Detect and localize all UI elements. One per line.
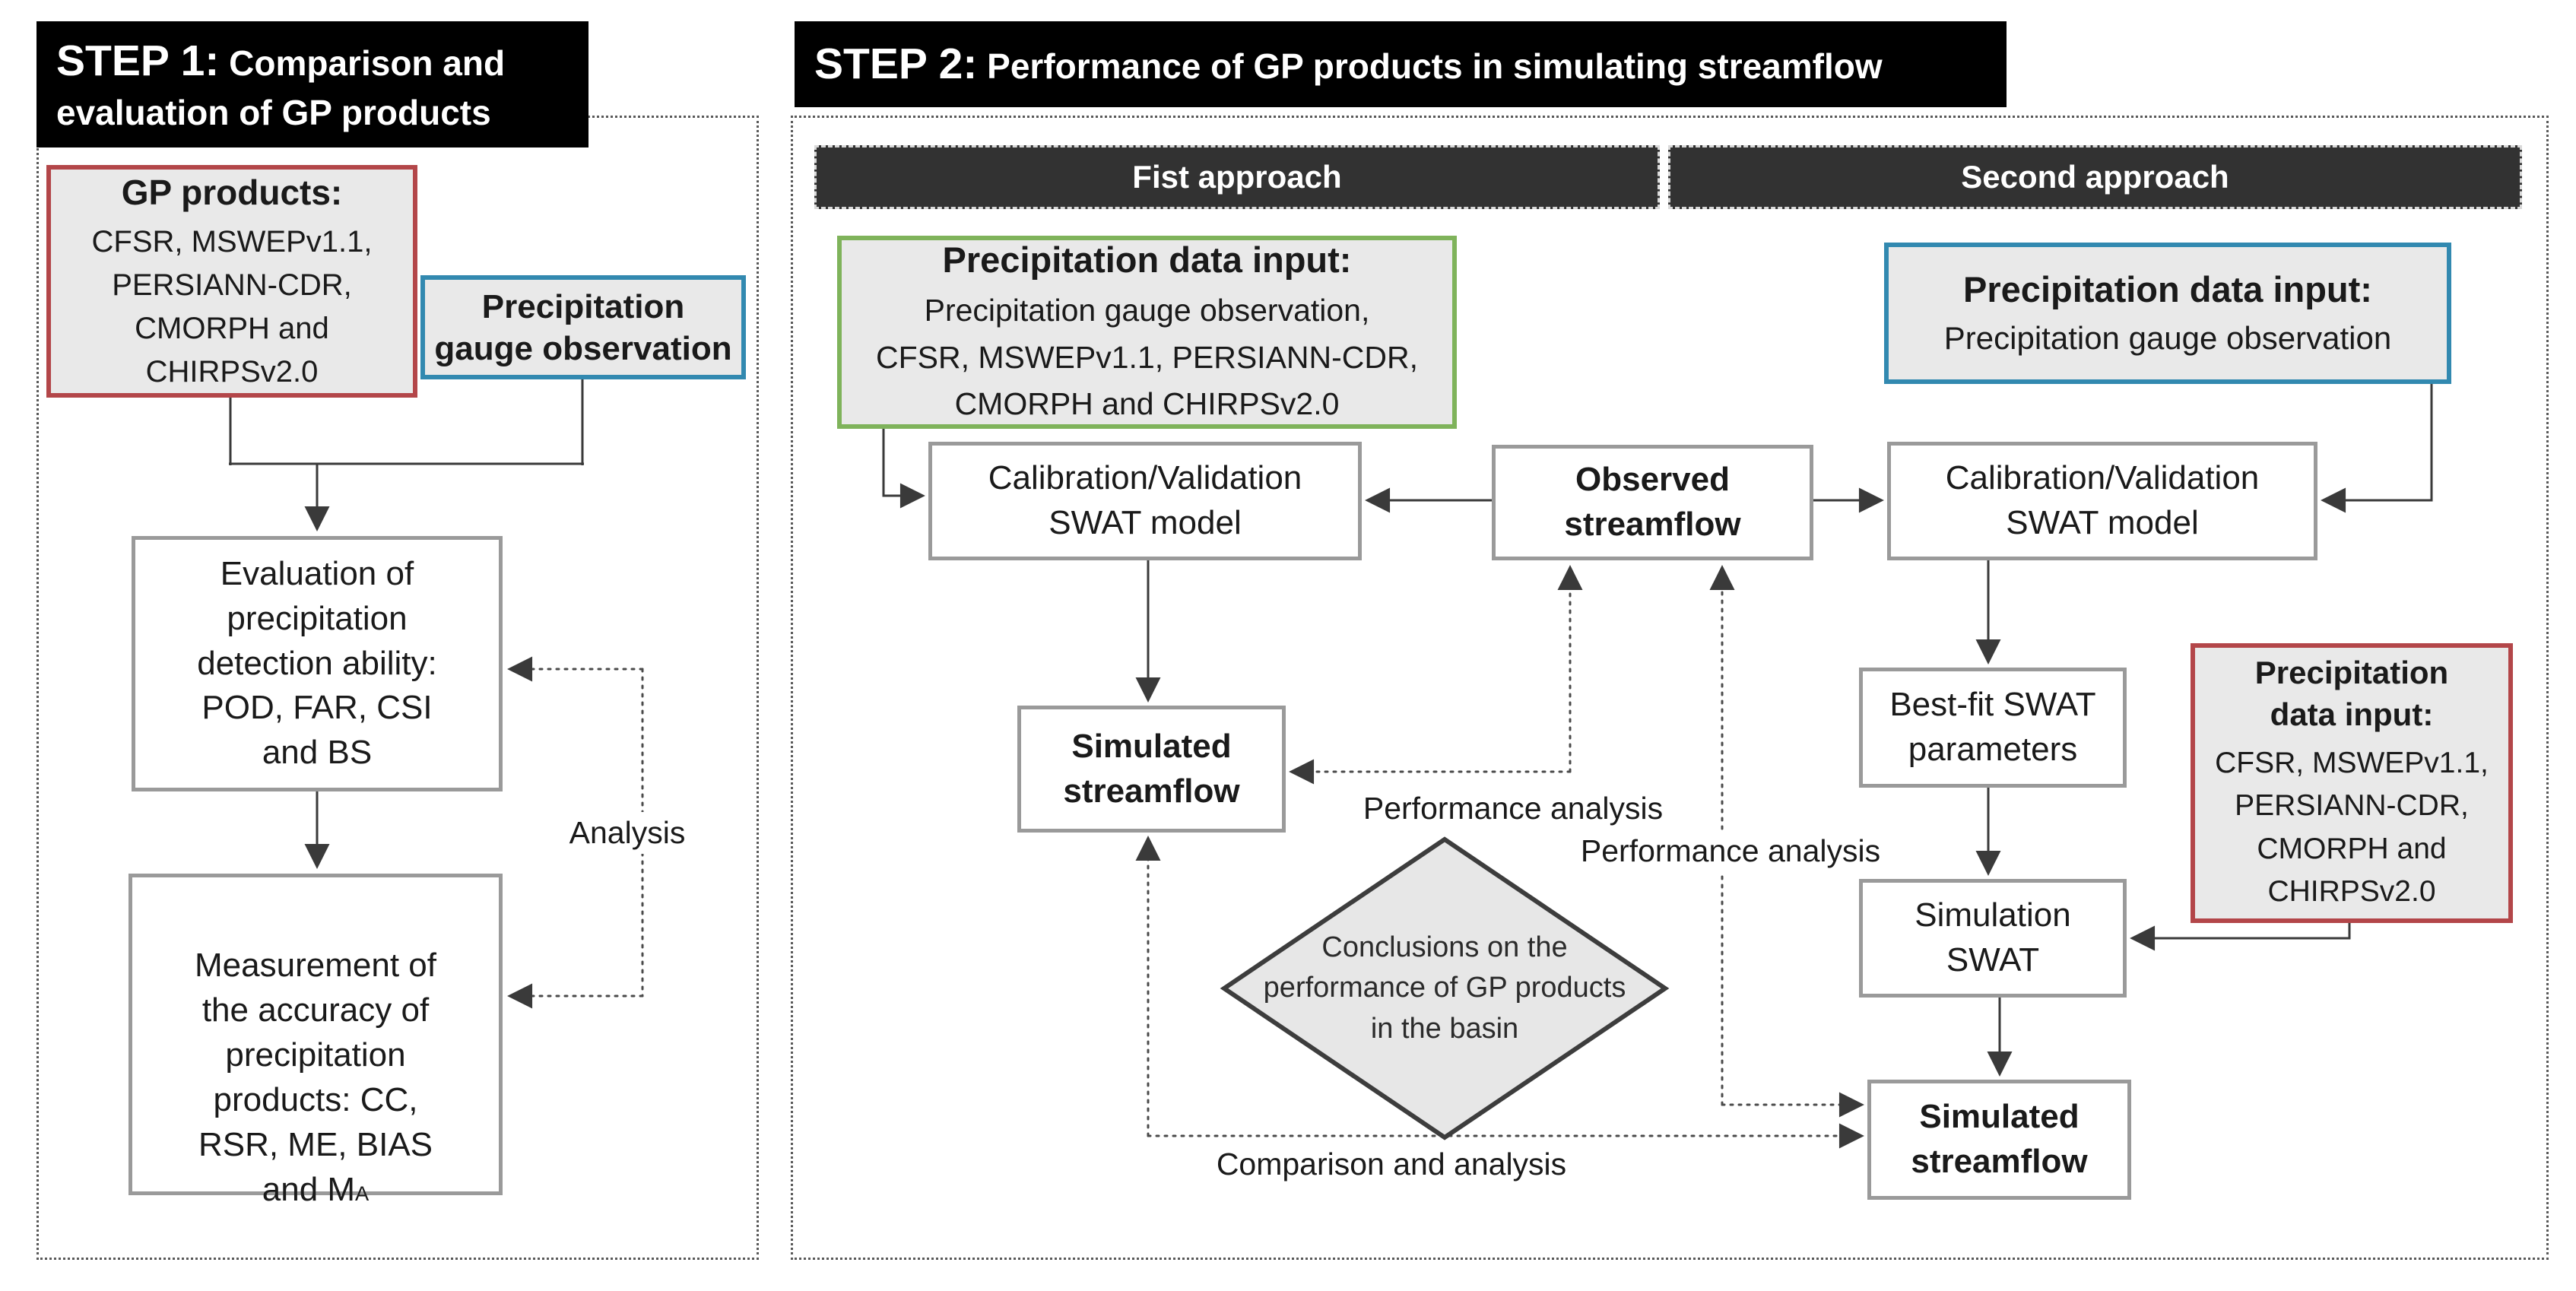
performance-analysis-label-2: Performance analysis: [1547, 830, 1915, 872]
measurement-text: Measurement of the accuracy of precipita…: [195, 946, 436, 1208]
first-approach-bar: Fist approach: [814, 145, 1660, 209]
precip-input-second-box: Precipitation data input: Precipitation …: [1884, 243, 2451, 384]
analysis-label: Analysis: [532, 812, 722, 854]
second-approach-bar: Second approach: [1668, 145, 2522, 209]
simulated-streamflow-left-text: Simulated streamflow: [1063, 727, 1240, 810]
conclusion-diamond: [1220, 836, 1670, 1140]
precip-input-first-box: Precipitation data input: Precipitation …: [837, 236, 1457, 429]
bestfit-parameters-box: Best-fit SWAT parameters: [1859, 668, 2127, 788]
step2-title-rest: Performance of GP products in simulating…: [977, 46, 1883, 86]
gp-products-box: GP products: CFSR, MSWEPv1.1, PERSIANN-C…: [46, 165, 417, 398]
calibration-left-box: Calibration/Validation SWAT model: [928, 442, 1362, 560]
measurement-subscript: A: [355, 1181, 370, 1205]
calibration-right-text: Calibration/Validation SWAT model: [1945, 459, 2260, 541]
step2-title-strong: STEP 2:: [814, 39, 978, 88]
first-approach-label: Fist approach: [1132, 159, 1342, 195]
arrow-inputsecond-to-calibright: [2321, 384, 2433, 513]
evaluation-text: Evaluation of precipitation detection ab…: [197, 554, 437, 772]
conclusion-text: Conclusions on the performance of GP pro…: [1263, 931, 1626, 1045]
arrow-inputfirst-to-calibleft: [882, 429, 925, 509]
comparison-analysis-label: Comparison and analysis: [1216, 1147, 1567, 1182]
simulated-streamflow-right-text: Simulated streamflow: [1911, 1098, 2088, 1180]
calibration-left-text: Calibration/Validation SWAT model: [988, 459, 1302, 541]
observed-streamflow-box: Observed streamflow: [1492, 445, 1813, 560]
gp-products-list: CFSR, MSWEPv1.1, PERSIANN-CDR, CMORPH an…: [91, 225, 373, 389]
calibration-right-box: Calibration/Validation SWAT model: [1887, 442, 2317, 560]
step2-region-outline: [791, 116, 2549, 1260]
simulated-streamflow-left-box: Simulated streamflow: [1017, 706, 1286, 833]
precip-input-second-title: Precipitation data input:: [1963, 269, 2372, 310]
measurement-box: Measurement of the accuracy of precipita…: [128, 874, 503, 1208]
simulated-streamflow-right-box: Simulated streamflow: [1867, 1080, 2131, 1200]
gp-products-title: GP products:: [121, 172, 343, 212]
arrow-gpinput-to-simulation: [2130, 923, 2351, 951]
step1-title-rest: Comparison and evaluation of GP products: [56, 43, 506, 133]
second-approach-label: Second approach: [1961, 159, 2229, 195]
simulation-swat-text: Simulation SWAT: [1915, 896, 2071, 979]
evaluation-box: Evaluation of precipitation detection ab…: [132, 536, 503, 791]
gp-data-input-title: Precipitation data input:: [2254, 655, 2449, 732]
gauge-observation-box: Precipitation gauge observation: [420, 275, 746, 379]
step1-header: STEP 1: Comparison and evaluation of GP …: [36, 21, 588, 147]
precip-input-first-list: Precipitation gauge observation, CFSR, M…: [875, 293, 1419, 422]
precip-input-first-title: Precipitation data input:: [942, 239, 1352, 281]
simulation-swat-box: Simulation SWAT: [1859, 879, 2127, 998]
performance-analysis-label-1: Performance analysis: [1363, 791, 1664, 826]
step2-header: STEP 2: Performance of GP products in si…: [795, 21, 2007, 107]
observed-streamflow-text: Observed streamflow: [1564, 461, 1741, 543]
bestfit-parameters-text: Best-fit SWAT parameters: [1889, 686, 2096, 768]
precip-input-second-list: Precipitation gauge observation: [1943, 320, 2392, 357]
gauge-observation-label: Precipitation gauge observation: [434, 287, 732, 367]
gp-data-input-list: CFSR, MSWEPv1.1, PERSIANN-CDR, CMORPH an…: [2215, 746, 2489, 909]
step1-title-strong: STEP 1:: [56, 36, 220, 86]
gp-data-input-box: Precipitation data input: CFSR, MSWEPv1.…: [2191, 643, 2513, 923]
